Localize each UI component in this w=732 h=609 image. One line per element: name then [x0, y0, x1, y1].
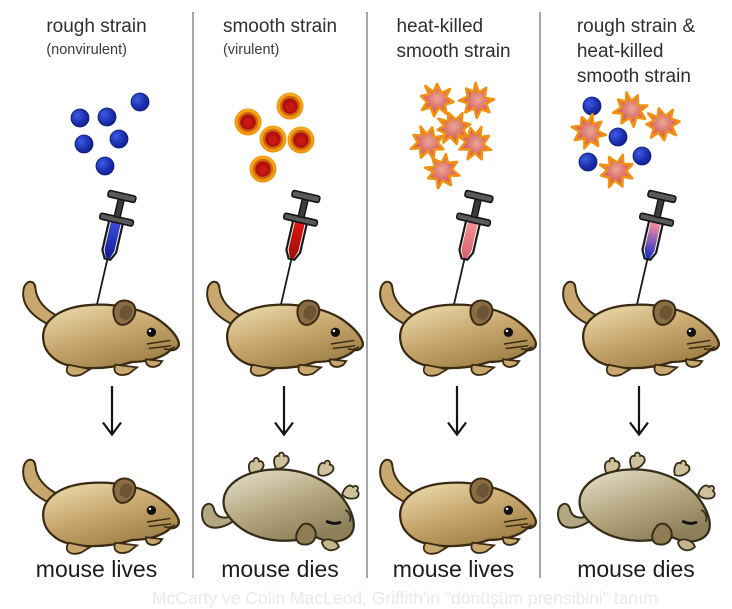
outcome-mouse-alive-3 [379, 458, 537, 555]
outcome-mouse-dead-2 [200, 451, 364, 552]
smooth-cell [258, 124, 288, 154]
heatkilled-cell [565, 108, 614, 157]
rough-cell [109, 129, 129, 149]
heatkilled-cell [419, 146, 468, 195]
alive-mouse-injected-4 [562, 280, 720, 377]
column-title: smooth strain [396, 41, 511, 63]
smooth-cell [286, 125, 316, 155]
down-arrow [102, 386, 122, 437]
heatkilled-cell [642, 102, 685, 145]
watermark-text: McCarty ve Colin MacLeod, Griffith'in "d… [152, 588, 658, 608]
column-subtitle: (virulent) [222, 42, 280, 59]
heatkilled-cell [419, 82, 455, 118]
smooth-cell [275, 91, 305, 121]
down-arrow [447, 386, 467, 437]
rough-cell [632, 146, 652, 166]
syringe-heat-killed [436, 188, 498, 309]
column-title: smooth strain [576, 66, 691, 88]
column-title: smooth strain [222, 16, 338, 37]
outcome-label-4: mouse dies [577, 556, 695, 582]
outcome-label-2: mouse dies [221, 556, 339, 582]
rough-cell [582, 96, 602, 116]
rough-cell [70, 108, 90, 128]
outcome-mouse-dead-4 [556, 451, 720, 552]
rough-cell [608, 127, 628, 147]
rough-cell [130, 92, 150, 112]
syringe-mixture [619, 188, 681, 309]
rough-cell [578, 152, 598, 172]
smooth-cell [233, 107, 263, 137]
column-title: heat-killed [396, 16, 484, 37]
column-subtitle: (nonvirulent) [46, 42, 127, 59]
column-header-rough: rough strain (nonvirulent) [0, 14, 193, 60]
outcome-label-1: mouse lives [35, 556, 158, 582]
outcome-mouse-alive-1 [22, 458, 180, 555]
column-title: rough strain [46, 16, 147, 37]
rough-cell [74, 134, 94, 154]
outcome-label-3: mouse lives [392, 556, 515, 582]
column-title: heat-killed [576, 41, 664, 63]
rough-cell [95, 156, 115, 176]
rough-cell [97, 107, 117, 127]
column-header-heat-killed: heat-killed smooth strain [367, 14, 540, 64]
alive-mouse-injected-2 [206, 280, 364, 377]
smooth-cell [248, 154, 278, 184]
column-header-smooth: smooth strain (virulent) [193, 14, 367, 60]
column-header-mixture: rough strain & heat-killed smooth strain [540, 14, 732, 89]
syringe-rough [79, 188, 141, 309]
down-arrow [629, 386, 649, 437]
alive-mouse-injected-3 [379, 280, 537, 377]
alive-mouse-injected-1 [22, 280, 180, 377]
bacteria-cluster-layer [70, 77, 685, 195]
syringe-smooth [263, 188, 325, 309]
column-title: rough strain & [576, 16, 696, 37]
down-arrow [274, 386, 294, 437]
